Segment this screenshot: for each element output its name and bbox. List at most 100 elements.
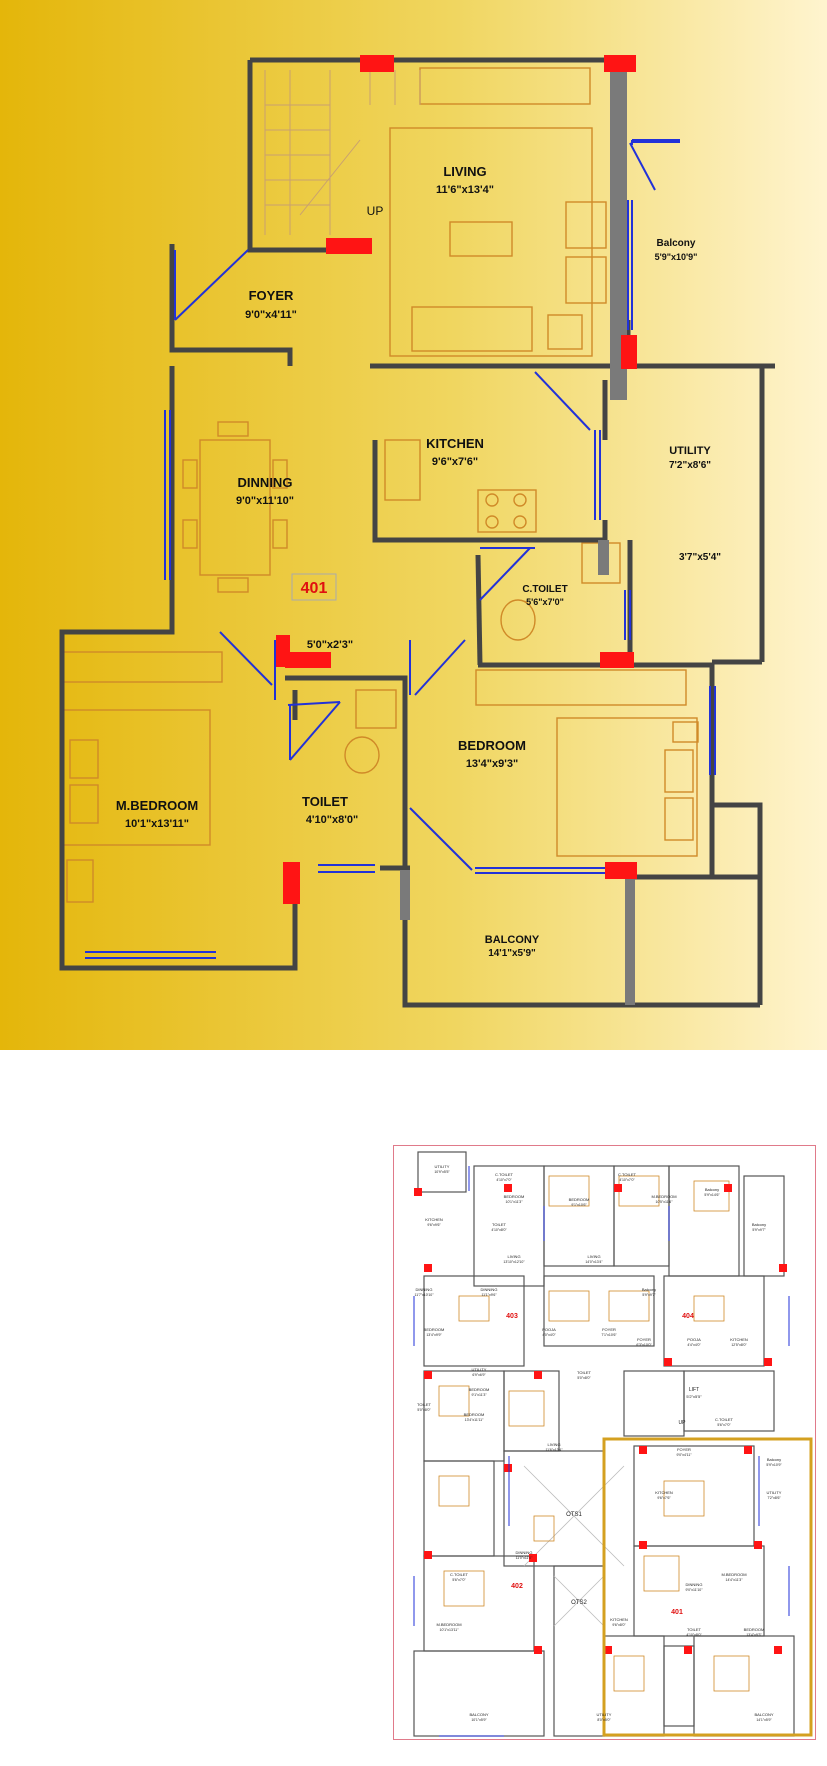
key-room-label: DINNING xyxy=(686,1582,703,1587)
bedroom-label: BEDROOM xyxy=(458,738,526,753)
toilet-size: 4'10"x8'0" xyxy=(306,814,358,826)
key-room-size: 5'6"x7'0" xyxy=(717,1423,731,1427)
key-room-size: 6'3"x10'0" xyxy=(636,1343,652,1347)
chair xyxy=(272,459,288,489)
key-unit-403: 403 xyxy=(506,1313,518,1320)
unit-number: 401 xyxy=(301,580,328,597)
key-room-label: BEDROOM xyxy=(469,1387,490,1392)
living-rug xyxy=(389,127,593,357)
key-room-label: Balcony xyxy=(642,1287,656,1292)
kitchen-label: KITCHEN xyxy=(426,436,484,451)
dining-table xyxy=(199,439,271,576)
foyer-size: 9'0"x4'11" xyxy=(245,309,297,321)
utility-label: UTILITY xyxy=(669,445,711,457)
key-room-size: 9'6"x9'6" xyxy=(427,1223,441,1227)
key-unit-402: 402 xyxy=(511,1583,523,1590)
key-room-size: 9'1"x10'6" xyxy=(571,1203,587,1207)
balcony-top-size: 5'9"x10'9" xyxy=(655,252,698,262)
key-room-size: 5'9"x9'7" xyxy=(752,1228,766,1232)
toilet-basin xyxy=(355,689,397,729)
key-room-label: C.TOILET xyxy=(618,1172,636,1177)
key-room-label: C.TOILET xyxy=(715,1417,733,1422)
key-room-size: 9'1"x11'3" xyxy=(471,1393,487,1397)
key-room-size: 10'1"x5'9" xyxy=(471,1718,487,1722)
key-room-size: 11'0"x11'0" xyxy=(516,1556,533,1560)
key-room-label: BEDROOM xyxy=(424,1327,445,1332)
key-room-size: 14'0"x13'4" xyxy=(585,1260,603,1264)
key-room-label: POOJA xyxy=(687,1337,701,1342)
key-unit-401: 401 xyxy=(671,1609,683,1616)
stair-up-label: UP xyxy=(367,204,384,218)
walls xyxy=(59,57,775,1008)
kitchen-sink xyxy=(384,439,421,501)
hob xyxy=(477,489,537,533)
key-room-label: TOILET xyxy=(577,1370,591,1375)
key-room-size: 12'5"x8'0" xyxy=(731,1343,747,1347)
key-room-size: 9'0"x11'10" xyxy=(686,1588,704,1592)
key-room-size: 5'0"x8'0" xyxy=(417,1408,431,1412)
side-table xyxy=(66,859,94,903)
key-room-size: 9'6"x7'6" xyxy=(657,1496,671,1500)
pillow xyxy=(69,784,99,824)
bedroom-bed xyxy=(556,717,698,857)
key-room-size: 8'0"x5'0" xyxy=(597,1718,611,1722)
passage-size: 5'0"x2'3" xyxy=(307,639,353,651)
key-room-label: FOYER xyxy=(677,1447,691,1452)
pillow xyxy=(69,739,99,779)
balcony-top-label: Balcony xyxy=(657,238,696,249)
key-room-size: 11'7"x10'10" xyxy=(415,1293,435,1297)
chair xyxy=(182,459,198,489)
key-room-size: 5'0"x8'0" xyxy=(577,1376,591,1380)
key-plan-drawing: 403 404 402 401 OTS1 OTS2 UP LIFT 5'2"x5… xyxy=(413,1151,813,1737)
key-room-label: BEDROOM xyxy=(464,1412,485,1417)
utility-size: 7'2"x8'6" xyxy=(669,460,711,471)
key-room-label: UTILITY xyxy=(472,1367,487,1372)
key-room-size: 10'5"x11'6" xyxy=(656,1200,674,1204)
key-plan-furniture xyxy=(438,1175,750,1692)
key-room-label: TOILET xyxy=(492,1222,506,1227)
key-room-size: 5'6"x7'0" xyxy=(452,1578,466,1582)
key-plan-labels: UTILITY10'9"x5'5"C.TOILET4'10"x7'0"BEDRO… xyxy=(415,1164,783,1722)
doors-windows xyxy=(85,139,716,959)
key-room-label: C.TOILET xyxy=(495,1172,513,1177)
key-room-label: KITCHEN xyxy=(655,1490,673,1495)
columns xyxy=(276,55,637,904)
floor-plan-drawing: FOYER 9'0"x4'11" LIVING 11'6"x13'4" Balc… xyxy=(59,55,775,1008)
sofa xyxy=(411,306,533,352)
key-room-size: 13'4"x11'11" xyxy=(465,1418,484,1422)
key-room-size: 10'1"x13'11" xyxy=(440,1628,460,1632)
key-room-size: 11'6"x13'4" xyxy=(546,1448,564,1452)
key-room-size: 9'0"x4'11" xyxy=(676,1453,692,1457)
key-room-size: 9'6"x8'0" xyxy=(612,1623,626,1627)
key-room-label: LIVING xyxy=(587,1254,600,1259)
bedroom-wardrobe xyxy=(475,669,687,706)
m-bedroom-wardrobe xyxy=(61,651,223,683)
key-room-size: 7'1"x10'6" xyxy=(601,1333,617,1337)
m-bedroom-size: 10'1"x13'11" xyxy=(125,818,189,830)
key-room-size: 13'10"x12'10" xyxy=(503,1260,525,1264)
coffee-table xyxy=(449,221,513,257)
key-room-size: 4'10"x7'0" xyxy=(619,1178,635,1182)
key-room-label: KITCHEN xyxy=(730,1337,748,1342)
key-room-label: LIVING xyxy=(507,1254,520,1259)
key-plan-windows xyxy=(413,1166,790,1737)
bedroom-size: 13'4"x9'3" xyxy=(466,758,518,770)
key-room-label: FOYER xyxy=(637,1337,651,1342)
key-room-label: UTILITY xyxy=(767,1490,782,1495)
key-room-size: 14'4"x11'3" xyxy=(726,1578,744,1582)
key-room-label: Balcony xyxy=(767,1457,781,1462)
key-lift: LIFT xyxy=(689,1387,699,1393)
key-room-label: M.BEDROOM xyxy=(651,1194,676,1199)
key-plan-columns xyxy=(414,1184,787,1654)
key-room-label: C.TOILET xyxy=(450,1572,468,1577)
dinning-label: DINNING xyxy=(238,475,293,490)
armchair-2 xyxy=(565,256,607,304)
kitchen-size: 9'6"x7'6" xyxy=(432,456,478,468)
key-room-size: 14'1"x5'9" xyxy=(756,1718,772,1722)
pillow xyxy=(664,749,694,793)
furniture-group xyxy=(61,67,699,903)
dinning-size: 9'0"x11'10" xyxy=(236,495,294,507)
key-room-size: 5'9"x10'9" xyxy=(766,1463,782,1467)
chair xyxy=(182,519,198,549)
key-room-label: KITCHEN xyxy=(610,1617,628,1622)
